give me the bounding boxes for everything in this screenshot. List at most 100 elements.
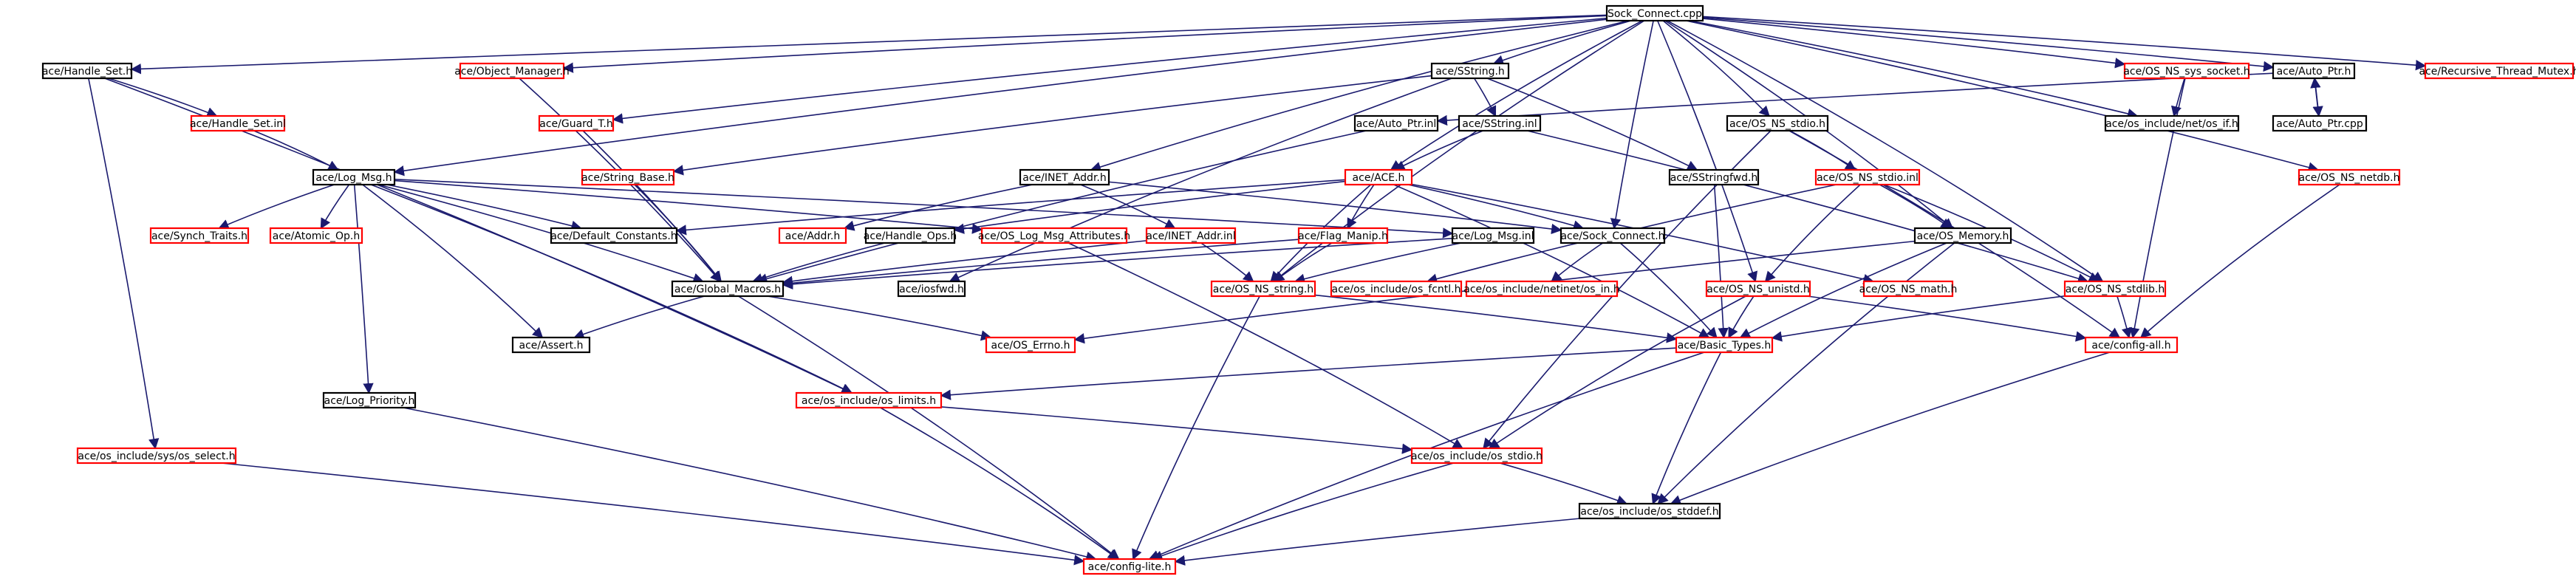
node-os_fcntl_h-box [1330, 280, 1463, 298]
node-assert_h-label: ace/Assert.h [519, 340, 584, 352]
edge-os_stdio_h-to-config_lite_h [1151, 462, 1454, 561]
node-object_manager_h-box [459, 62, 565, 80]
edge-root-to-os_ns_sys_socket_h [1702, 18, 2126, 69]
edge-sock_connect_h-to-os_in_h [1551, 242, 1604, 282]
node-os_limits_h-box [795, 391, 943, 409]
node-atomic_op_h-label: ace/Atomic_Op.h [273, 230, 360, 242]
node-os_memory_h[interactable]: ace/OS_Memory.h [1913, 227, 2012, 244]
edge-ace_h-to-default_constants_h [675, 179, 1346, 236]
node-auto_ptr_cpp[interactable]: ace/Auto_Ptr.cpp [2272, 114, 2368, 132]
node-os_ns_netdb_h[interactable]: ace/OS_NS_netdb.h [2297, 168, 2401, 186]
edge-root-to-log_msg_h [393, 18, 1608, 177]
node-os_ns_stdio_h[interactable]: ace/OS_NS_stdio.h [1726, 114, 1829, 132]
node-config_all_h[interactable]: ace/config-all.h [2084, 336, 2179, 354]
node-auto_ptr_inl[interactable]: ace/Auto_Ptr.inl [1353, 114, 1439, 132]
node-assert_h[interactable]: ace/Assert.h [511, 336, 591, 354]
edge-basic_types_h-to-os_limits_h [940, 347, 1677, 400]
edge-os_ns_sys_socket_h-to-config_all_h [2129, 78, 2186, 339]
node-sstring_h[interactable]: ace/SString.h [1430, 62, 1510, 80]
edge-os_ns_stdio_inl-to-os_ns_unistd_h [1764, 184, 1861, 283]
node-config_lite_h[interactable]: ace/config-lite.h [1082, 558, 1177, 575]
edge-inet_addr_inl-to-os_ns_string_h [1200, 242, 1254, 282]
node-atomic_op_h[interactable]: ace/Atomic_Op.h [269, 227, 363, 244]
node-object_manager_h[interactable]: ace/Object_Manager.h [454, 62, 570, 80]
edge-inet_addr_h-to-inet_addr_inl [1080, 184, 1176, 229]
node-sstringfwd_h-label: ace/SStringfwd.h [1670, 172, 1758, 184]
edge-os_ns_stdlib_h-to-basic_types_h [1771, 295, 2066, 342]
node-os_in_h[interactable]: ace/os_include/netinet/os_in.h [1463, 280, 1620, 298]
node-os_stddef_h[interactable]: ace/os_include/os_stddef.h [1578, 502, 1721, 520]
edge-root-to-guard_t_h [612, 17, 1608, 124]
node-os_stddef_h-box [1578, 502, 1721, 520]
node-inet_addr_inl[interactable]: ace/INET_Addr.inl [1145, 227, 1237, 244]
node-basic_types_h[interactable]: ace/Basic_Types.h [1675, 336, 1774, 354]
edge-global_macros_h-to-config_lite_h [738, 295, 1120, 560]
node-os_if_h[interactable]: ace/os_include/net/os_if.h [2104, 114, 2240, 132]
edge-ace_h-to-basic_types_h [1393, 184, 1710, 338]
node-os_log_msg_attributes_h[interactable]: ace/OS_Log_Msg_Attributes.h [978, 227, 1130, 244]
node-os_ns_stdlib_h[interactable]: ace/OS_NS_stdlib.h [2063, 280, 2167, 298]
node-handle_set_h-label: ace/Handle_Set.h [42, 66, 132, 78]
node-guard_t_h-label: ace/Guard_T.h [539, 118, 613, 130]
edge-auto_ptr_inl-to-global_macros_h [756, 130, 1367, 284]
node-handle_ops_h[interactable]: ace/Handle_Ops.h [864, 227, 957, 244]
node-addr_h[interactable]: ace/Addr.h [778, 227, 847, 244]
node-recursive_thread_mutex_h-box [2424, 62, 2575, 80]
edge-sstring_h-to-iosfwd_h [949, 78, 1452, 283]
node-string_base_h[interactable]: ace/String_Base.h [581, 168, 675, 186]
node-auto_ptr_h[interactable]: ace/Auto_Ptr.h [2272, 62, 2356, 80]
node-os_fcntl_h[interactable]: ace/os_include/os_fcntl.h [1330, 280, 1463, 298]
edge-os_ns_unistd_h-to-config_all_h [1807, 295, 2087, 342]
node-sock_connect_h[interactable]: ace/Sock_Connect.h [1559, 227, 1666, 244]
edge-root-to-sock_connect_h [1610, 20, 1654, 230]
node-os_ns_math_h[interactable]: ace/OS_NS_math.h [1859, 280, 1958, 298]
node-synch_traits_h[interactable]: ace/Synch_Traits.h [149, 227, 250, 244]
node-inet_addr_inl-box [1145, 227, 1237, 244]
node-auto_ptr_h-box [2272, 62, 2356, 80]
node-sstring_inl[interactable]: ace/SString.inl [1458, 114, 1542, 132]
edge-global_macros_h-to-assert_h [573, 295, 705, 340]
node-ace_h[interactable]: ace/ACE.h [1344, 168, 1413, 186]
edge-os_memory_h-to-os_stddef_h [1657, 242, 1955, 505]
node-os_stdio_h[interactable]: ace/os_include/os_stdio.h [1410, 447, 1543, 465]
node-config_lite_h-label: ace/config-lite.h [1088, 561, 1172, 573]
node-os_ns_netdb_h-box [2297, 168, 2401, 186]
edge-os_memory_h-to-basic_types_h [1739, 242, 1947, 338]
node-iosfwd_h[interactable]: ace/iosfwd.h [897, 280, 966, 298]
node-os_ns_sys_socket_h-box [2123, 62, 2250, 80]
node-handle_set_h[interactable]: ace/Handle_Set.h [42, 62, 132, 80]
node-os_select_h[interactable]: ace/os_include/sys/os_select.h [76, 447, 237, 465]
edge-root-to-os_ns_stdio_h [1662, 20, 1770, 117]
node-sstring_h-label: ace/SString.h [1435, 66, 1505, 78]
node-root[interactable]: Sock_Connect.cpp [1605, 4, 1704, 22]
node-recursive_thread_mutex_h[interactable]: ace/Recursive_Thread_Mutex.h [2419, 62, 2576, 80]
node-os_limits_h[interactable]: ace/os_include/os_limits.h [795, 391, 943, 409]
node-guard_t_h[interactable]: ace/Guard_T.h [538, 114, 615, 132]
node-root-box [1605, 4, 1704, 22]
node-synch_traits_h-label: ace/Synch_Traits.h [151, 230, 247, 242]
edge-handle_set_inl-to-log_msg_h [253, 130, 339, 171]
node-flag_manip_h[interactable]: ace/Flag_Manip.h [1297, 227, 1389, 244]
node-string_base_h-box [581, 168, 675, 186]
edge-flag_manip_h-to-global_macros_h [782, 239, 1299, 289]
node-os_errno_h[interactable]: ace/OS_Errno.h [985, 336, 1076, 354]
node-inet_addr_h[interactable]: ace/INET_Addr.h [1019, 168, 1110, 186]
node-global_macros_h[interactable]: ace/Global_Macros.h [671, 280, 785, 298]
node-os_ns_string_h[interactable]: ace/OS_NS_string.h [1210, 280, 1316, 298]
node-os_log_msg_attributes_h-label: ace/OS_Log_Msg_Attributes.h [978, 230, 1130, 242]
node-os_if_h-box [2104, 114, 2240, 132]
node-sstringfwd_h[interactable]: ace/SStringfwd.h [1668, 168, 1760, 186]
edge-log_msg_h-to-log_msg_inl [394, 179, 1454, 239]
node-default_constants_h[interactable]: ace/Default_Constants.h [550, 227, 678, 244]
node-log_priority_h[interactable]: ace/Log_Priority.h [322, 391, 417, 409]
node-os_ns_unistd_h[interactable]: ace/OS_NS_unistd.h [1705, 280, 1811, 298]
node-handle_set_inl[interactable]: ace/Handle_Set.inl [190, 114, 286, 132]
node-os_ns_stdio_inl[interactable]: ace/OS_NS_stdio.inl [1814, 168, 1921, 186]
node-log_msg_h[interactable]: ace/Log_Msg.h [312, 168, 396, 186]
edge-root-to-ace_h [1390, 20, 1643, 171]
edge-sstring_inl-to-os_ns_stdlib_h [1527, 130, 2089, 284]
node-log_msg_inl[interactable]: ace/Log_Msg.inl [1451, 227, 1535, 244]
edge-log_msg_h-to-atomic_op_h [320, 184, 350, 230]
node-os_ns_stdlib_h-label: ace/OS_NS_stdlib.h [2066, 284, 2165, 295]
node-os_ns_sys_socket_h[interactable]: ace/OS_NS_sys_socket.h [2123, 62, 2250, 80]
